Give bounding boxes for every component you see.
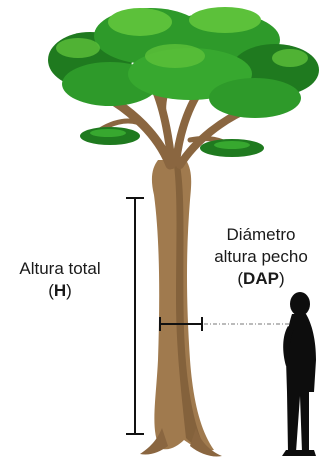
height-close-paren: ): [66, 281, 72, 300]
dap-close-paren: ): [279, 269, 285, 288]
height-abbr: H: [54, 281, 66, 300]
person-silhouette-icon: [282, 292, 316, 456]
height-label-line2: (H): [6, 280, 114, 302]
height-label-line1: Altura total: [6, 258, 114, 280]
dap-label-line3: (DAP): [200, 268, 322, 290]
dap-abbr: DAP: [243, 269, 279, 288]
height-measure-bar: [126, 198, 144, 434]
tree-trunk: [140, 160, 222, 457]
dap-label-line2: altura pecho: [200, 246, 322, 268]
dap-label: Diámetro altura pecho (DAP): [200, 224, 322, 290]
dap-label-line1: Diámetro: [200, 224, 322, 246]
height-label: Altura total (H): [6, 258, 114, 302]
